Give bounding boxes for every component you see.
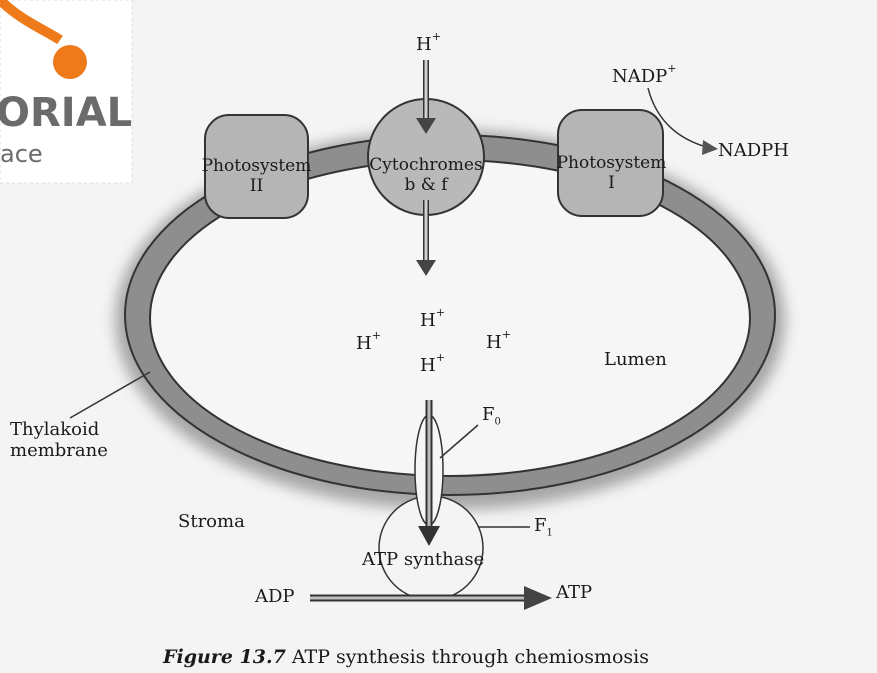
f0-label: F0 — [482, 406, 501, 428]
nadph-label: NADPH — [718, 142, 789, 160]
stroma-label: Stroma — [178, 513, 245, 531]
figure-caption-text: ATP synthesis through chemiosmosis — [292, 646, 649, 668]
atp-synthase-label: ATP synthase — [362, 551, 484, 569]
logo-dot — [53, 45, 87, 79]
thylakoid-leader — [70, 372, 150, 418]
nadp-arrowhead — [702, 140, 718, 155]
atp-label: ATP — [556, 584, 592, 602]
adp-label: ADP — [255, 588, 295, 606]
logo-text-main: ORIAL — [0, 90, 132, 136]
figure-caption: Figure 13.7 ATP synthesis through chemio… — [163, 646, 649, 668]
lumen-label: Lumen — [604, 351, 667, 369]
h-plus-lumen-4: H+ — [420, 355, 445, 375]
figure-number: Figure 13.7 — [163, 646, 286, 668]
f1-label: F1 — [534, 517, 553, 539]
h-plus-top: H+ — [416, 34, 441, 54]
h-plus-lumen-2: H+ — [356, 333, 381, 353]
logo-text-sub: ace — [0, 140, 43, 168]
nadp-label: NADP+ — [612, 66, 677, 86]
h-plus-lumen-1: H+ — [420, 310, 445, 330]
h-plus-lumen-3: H+ — [486, 332, 511, 352]
